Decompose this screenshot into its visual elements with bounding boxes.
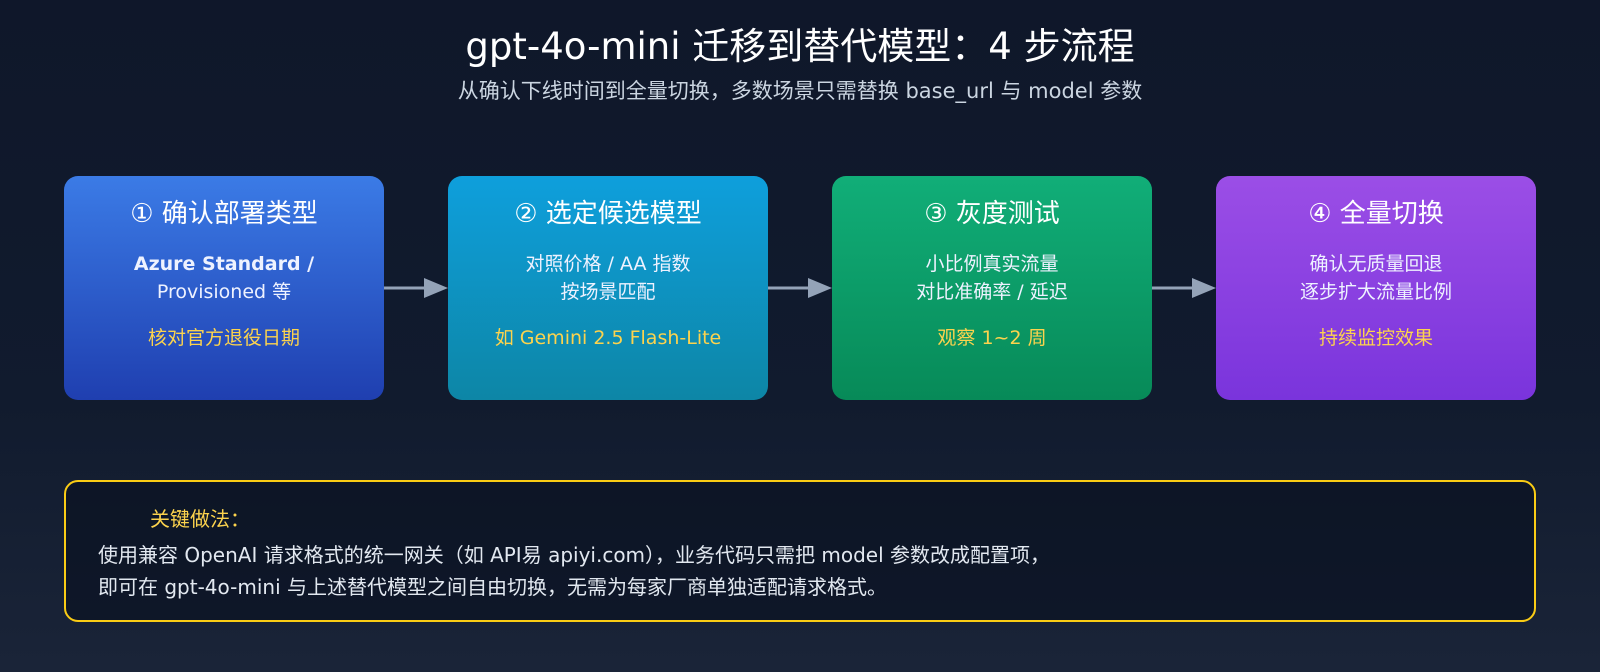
step-4-note: 持续监控效果 xyxy=(1318,327,1433,349)
step-card-4: ④ 全量切换 确认无质量回退 逐步扩大流量比例 持续监控效果 xyxy=(1216,176,1536,400)
page-subtitle: 从确认下线时间到全量切换，多数场景只需替换 base_url 与 model 参… xyxy=(457,79,1143,103)
step-2-detail-line-1: 对照价格 / AA 指数 xyxy=(525,253,691,275)
key-practice-line-2: 即可在 gpt-4o-mini 与上述替代模型之间自由切换，无需为每家厂商单独适… xyxy=(98,575,887,599)
step-3-note: 观察 1~2 周 xyxy=(937,327,1047,349)
step-4-title: ④ 全量切换 xyxy=(1308,199,1444,229)
key-practice-heading: 关键做法： xyxy=(150,507,250,531)
step-card-3: ③ 灰度测试 小比例真实流量 对比准确率 / 延迟 观察 1~2 周 xyxy=(832,176,1152,400)
arrow-right-icon xyxy=(1152,278,1216,298)
step-4-detail-line-1: 确认无质量回退 xyxy=(1309,253,1443,275)
arrow-right-icon xyxy=(384,278,448,298)
step-1-detail-line-1: Azure Standard / xyxy=(133,253,315,275)
step-card-1: ① 确认部署类型 Azure Standard / Provisioned 等 … xyxy=(64,176,384,400)
step-2-detail-line-2: 按场景匹配 xyxy=(560,281,656,303)
step-3-detail-line-1: 小比例真实流量 xyxy=(925,253,1059,275)
step-3-detail-line-2: 对比准确率 / 延迟 xyxy=(916,281,1068,303)
key-practice-box: 关键做法： 使用兼容 OpenAI 请求格式的统一网关（如 API易 apiyi… xyxy=(64,480,1536,622)
page-title: gpt-4o-mini 迁移到替代模型：4 步流程 xyxy=(465,25,1135,68)
arrow-right-icon xyxy=(768,278,832,298)
step-4-detail-line-2: 逐步扩大流量比例 xyxy=(1299,281,1452,303)
step-1-detail-line-2: Provisioned 等 xyxy=(156,281,292,303)
step-card-2: ② 选定候选模型 对照价格 / AA 指数 按场景匹配 如 Gemini 2.5… xyxy=(448,176,768,400)
step-2-note: 如 Gemini 2.5 Flash-Lite xyxy=(494,327,722,349)
key-practice-line-1: 使用兼容 OpenAI 请求格式的统一网关（如 API易 apiyi.com），… xyxy=(98,543,1051,567)
step-2-title: ② 选定候选模型 xyxy=(514,199,702,229)
step-1-note: 核对官方退役日期 xyxy=(147,327,300,349)
step-3-title: ③ 灰度测试 xyxy=(924,199,1060,229)
step-1-title: ① 确认部署类型 xyxy=(130,199,318,229)
